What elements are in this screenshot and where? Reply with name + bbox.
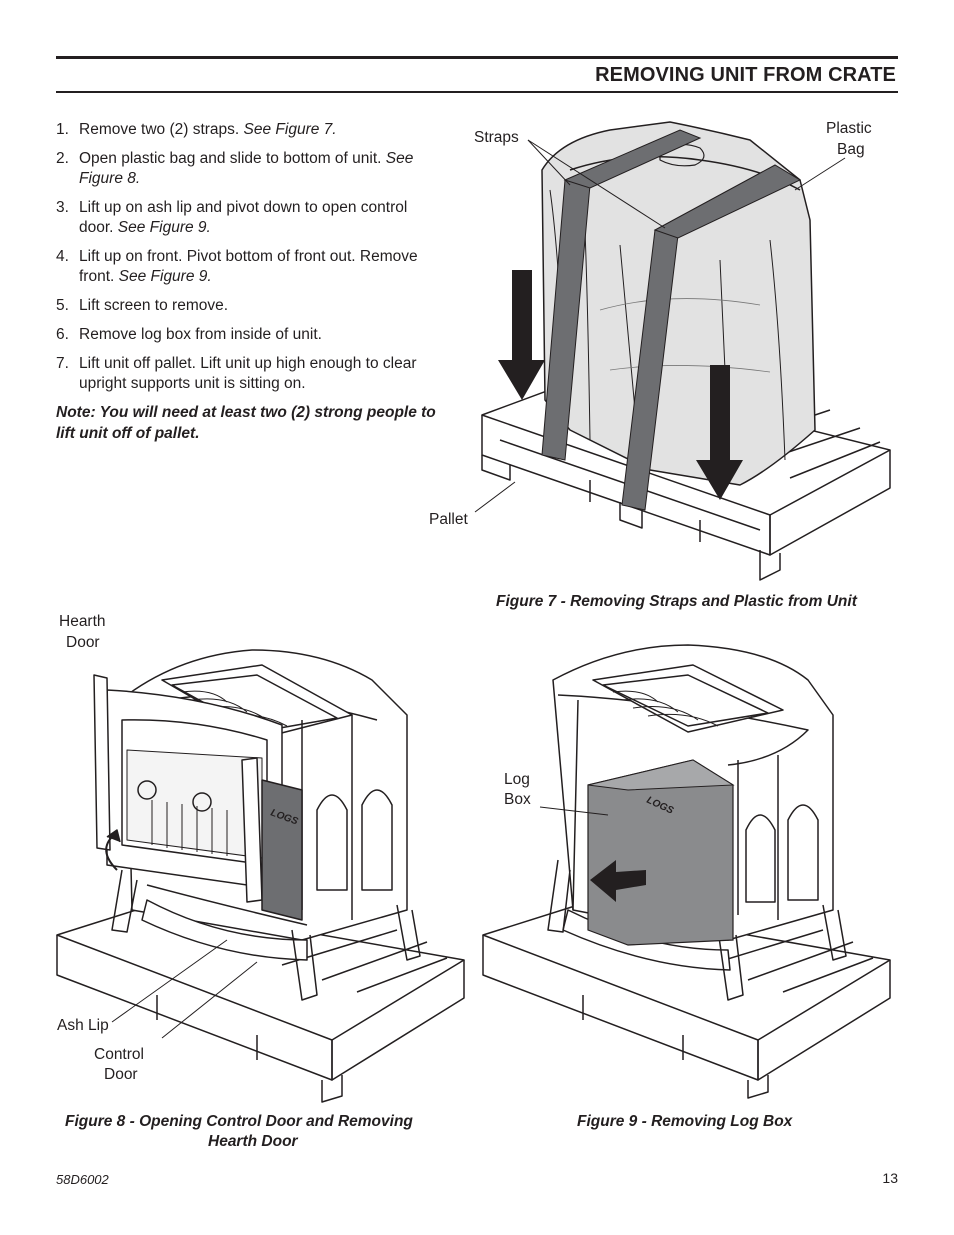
header-rule-top [56, 56, 898, 59]
label-log: Log [504, 771, 530, 788]
label-control: Control [94, 1046, 144, 1063]
label-hearth-door: Door [66, 634, 100, 651]
step-item: 5.Lift screen to remove. [56, 297, 229, 314]
label-straps: Straps [474, 129, 519, 146]
section-title: REMOVING UNIT FROM CRATE [595, 64, 896, 86]
label-control-door: Door [104, 1066, 138, 1083]
safety-note: Note: You will need at least two (2) str… [56, 404, 436, 442]
step-item: 3.Lift up on ash lip and pivot down to o… [56, 199, 408, 236]
label-plastic: Plastic [826, 120, 872, 137]
step-item: 2.Open plastic bag and slide to bottom o… [56, 150, 414, 187]
instruction-list: 1.Remove two (2) straps. See Figure 7. 2… [56, 120, 440, 403]
step-item: 4.Lift up on front. Pivot bottom of fron… [56, 248, 418, 285]
figure-7-illustration [474, 121, 891, 581]
label-box: Box [504, 791, 531, 808]
figure-7-caption: Figure 7 - Removing Straps and Plastic f… [496, 593, 857, 610]
page-number: 13 [882, 1170, 898, 1186]
figure-8-caption-line2: Hearth Door [208, 1133, 298, 1150]
step-item: 7.Lift unit off pallet. Lift unit up hig… [56, 355, 417, 392]
label-ash-lip: Ash Lip [57, 1017, 109, 1034]
label-hearth: Hearth [59, 613, 106, 630]
figure-8-caption-line1: Figure 8 - Opening Control Door and Remo… [65, 1113, 413, 1130]
figure-9-illustration: LOGS [482, 644, 891, 1099]
step-item: 6.Remove log box from inside of unit. [56, 326, 322, 343]
step-item: 1.Remove two (2) straps. See Figure 7. [56, 121, 337, 138]
figure-8-illustration: LOGS [56, 649, 465, 1103]
figure-9-caption: Figure 9 - Removing Log Box [577, 1113, 793, 1130]
document-code: 58D6002 [56, 1172, 109, 1187]
label-bag: Bag [837, 141, 865, 158]
label-pallet: Pallet [429, 511, 468, 528]
header-rule-bottom [56, 91, 898, 93]
